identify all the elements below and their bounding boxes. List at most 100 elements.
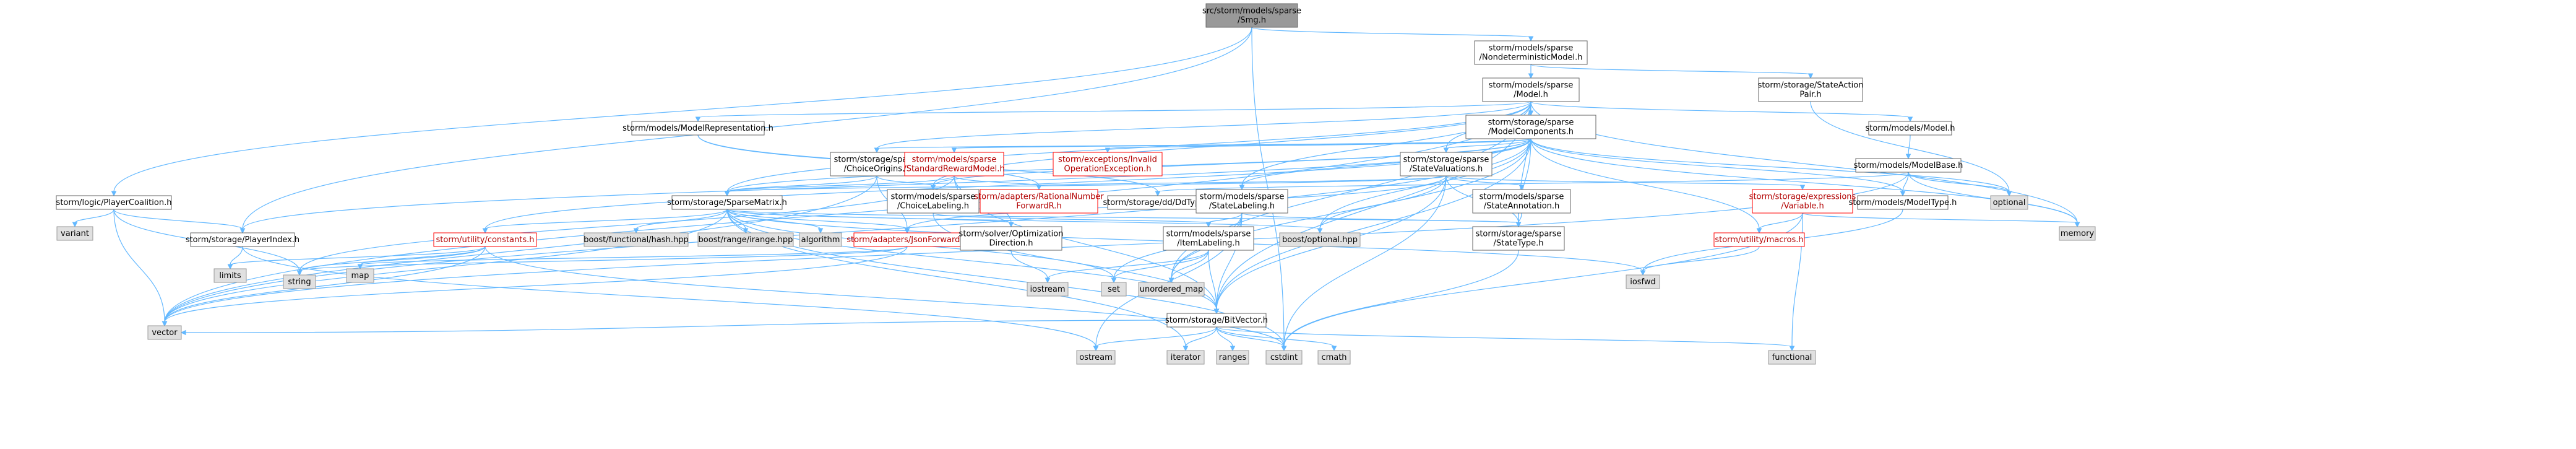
node-macros[interactable]: storm/utility/macros.h <box>1713 232 1805 247</box>
node-modelrep[interactable]: storm/models/ModelRepresentation.h <box>622 121 773 136</box>
node-choicelab[interactable]: storm/models/sparse/ChoiceLabeling.h <box>887 189 980 214</box>
node-memory[interactable]: memory <box>2059 226 2096 241</box>
edge-sap-to-optional <box>1810 101 2010 193</box>
node-modeltype[interactable]: storm/models/ModelType.h <box>1849 195 1957 210</box>
node-ostream[interactable]: ostream <box>1076 350 1116 365</box>
edge-arrowhead <box>482 228 488 234</box>
node-ndm[interactable]: storm/models/sparse/NondeterministicMode… <box>1474 40 1588 65</box>
edge-bitvector-to-functional <box>1216 326 1793 347</box>
node-box <box>1195 189 1288 214</box>
node-label: /ModelComponents.h <box>1488 128 1574 137</box>
node-jsonfwd[interactable]: storm/adapters/JsonForward.h <box>846 232 968 247</box>
edge-arrowhead <box>1213 308 1220 315</box>
node-cmath[interactable]: cmath <box>1317 350 1351 365</box>
node-expvar[interactable]: storm/storage/expressions/Variable.h <box>1749 189 1856 214</box>
node-box <box>980 189 1098 214</box>
node-boostrange[interactable]: boost/range/irange.hpp <box>697 232 794 247</box>
edge-arrowhead <box>1528 73 1534 79</box>
node-iosfwd[interactable]: iosfwd <box>1626 274 1660 289</box>
node-box <box>1868 121 1952 136</box>
node-label: ranges <box>1219 353 1247 362</box>
edge-jsonfwd-to-map <box>360 246 908 266</box>
node-label: /ChoiceLabeling.h <box>897 202 969 211</box>
node-statelab[interactable]: storm/models/sparse/StateLabeling.h <box>1195 189 1288 214</box>
node-boostopt[interactable]: boost/optional.hpp <box>1279 232 1361 247</box>
node-label: /Variable.h <box>1781 202 1824 211</box>
node-label: storm/logic/PlayerCoalition.h <box>56 198 172 207</box>
node-statevals[interactable]: storm/storage/sparse/StateValuations.h <box>1400 152 1493 177</box>
node-itemlab[interactable]: storm/models/sparse/ItemLabeling.h <box>1163 226 1254 251</box>
node-unorderedmap[interactable]: unordered_map <box>1138 282 1205 297</box>
node-iostream[interactable]: iostream <box>1027 282 1069 297</box>
node-box <box>1138 282 1205 297</box>
edge-choiceorigins-to-sparsematrix <box>726 175 877 193</box>
edge-arrowhead <box>239 228 246 234</box>
node-functional[interactable]: functional <box>1768 350 1816 365</box>
edge-arrowhead <box>1155 191 1161 197</box>
node-mc[interactable]: storm/storage/sparse/ModelComponents.h <box>1465 115 1596 139</box>
node-label: cstdint <box>1270 353 1298 362</box>
node-layer: src/storm/models/sparse/Smg.h storm/model… <box>56 3 2096 365</box>
node-optional[interactable]: optional <box>1990 195 2028 210</box>
node-algorithm[interactable]: algorithm <box>799 232 842 247</box>
edge-bitvector-to-ostream <box>1095 326 1217 347</box>
node-label: storm/storage/dd/DdType.h <box>1103 198 1212 207</box>
edge-arrowhead <box>1168 277 1174 284</box>
node-label: storm/models/sparse <box>1166 230 1251 239</box>
node-modelbase[interactable]: storm/models/ModelBase.h <box>1854 158 1963 173</box>
node-vector[interactable]: vector <box>147 325 182 340</box>
node-limits[interactable]: limits <box>213 268 247 283</box>
node-label: map <box>351 271 369 281</box>
node-box <box>56 195 172 210</box>
node-playercoal[interactable]: storm/logic/PlayerCoalition.h <box>56 195 172 210</box>
edge-modelbase-to-modeltype <box>1902 172 1909 193</box>
edge-arrowhead <box>180 329 186 336</box>
node-invalidop[interactable]: storm/exceptions/InvalidOperationExcepti… <box>1053 152 1163 177</box>
node-constants[interactable]: storm/utility/constants.h <box>433 232 537 247</box>
node-map[interactable]: map <box>346 268 374 283</box>
node-bitvector[interactable]: storm/storage/BitVector.h <box>1165 313 1268 328</box>
edge-arrowhead <box>1905 154 1911 160</box>
node-ddtype[interactable]: storm/storage/dd/DdType.h <box>1103 195 1213 210</box>
node-set[interactable]: set <box>1101 282 1127 297</box>
edge-arrowhead <box>1443 147 1449 154</box>
edge-arrowhead <box>72 222 78 228</box>
edge-statevals-to-expvar <box>1445 175 1803 186</box>
edge-arrowhead <box>874 147 880 154</box>
edge-mc-to-boostopt <box>1319 138 1531 230</box>
node-srm[interactable]: storm/models/sparse/StandardRewardModel.… <box>903 152 1005 177</box>
node-iterator[interactable]: iterator <box>1166 350 1205 365</box>
node-box <box>1053 152 1163 177</box>
node-label: storm/utility/macros.h <box>1715 235 1803 245</box>
node-model[interactable]: storm/models/sparse/Model.h <box>1482 77 1580 102</box>
node-root[interactable]: src/storm/models/sparse/Smg.h <box>1202 3 1301 28</box>
node-label: memory <box>2061 229 2095 238</box>
node-box <box>1101 282 1127 297</box>
node-label: set <box>1108 285 1120 294</box>
edge-statevals-to-sparsematrix <box>726 175 1447 193</box>
node-variant[interactable]: variant <box>56 226 93 241</box>
node-stateann[interactable]: storm/models/sparse/StateAnnotation.h <box>1472 189 1571 214</box>
node-boosthash[interactable]: boost/functional/hash.hpp <box>584 232 689 247</box>
node-label: /StateAnnotation.h <box>1484 202 1559 211</box>
node-cstdint[interactable]: cstdint <box>1265 350 1303 365</box>
node-statetype[interactable]: storm/storage/sparse/StateType.h <box>1472 226 1565 251</box>
edge-statelab-to-statetype <box>1241 212 1519 224</box>
node-playerindex[interactable]: storm/storage/PlayerIndex.h <box>186 232 299 247</box>
edge-itemlab-to-unorderedmap <box>1171 250 1209 279</box>
edge-root-to-ndm <box>1251 27 1531 38</box>
edge-mc-to-modeltype <box>1530 138 1903 193</box>
node-ranges[interactable]: ranges <box>1216 350 1249 365</box>
node-string[interactable]: string <box>283 274 316 289</box>
node-label: storm/models/sparse <box>1200 193 1285 202</box>
node-label: /Smg.h <box>1238 16 1266 25</box>
edge-arrowhead <box>1807 73 1814 79</box>
node-box <box>887 189 980 214</box>
node-box <box>1857 195 1949 210</box>
node-sparsematrix[interactable]: storm/storage/SparseMatrix.h <box>667 195 787 210</box>
node-box <box>2059 226 2096 241</box>
node-modelh[interactable]: storm/models/Model.h <box>1865 121 1955 136</box>
